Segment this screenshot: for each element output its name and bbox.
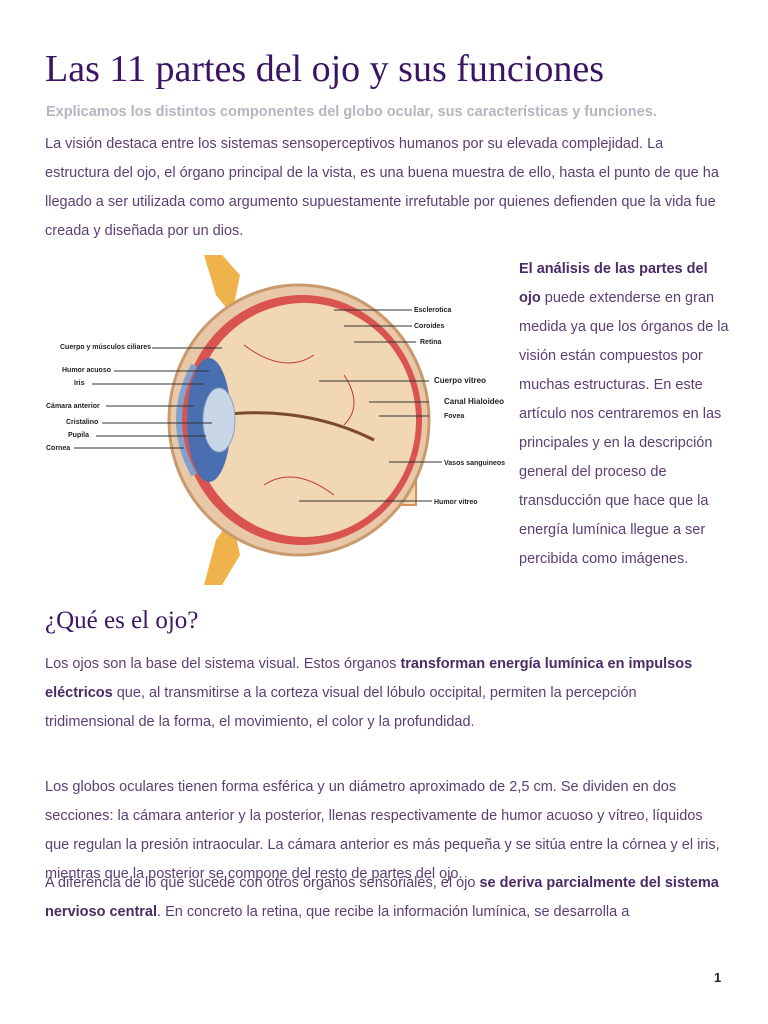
label-choroid: Coroides	[414, 323, 444, 330]
blood-vessels	[243, 344, 355, 496]
section-paragraph-3: A diferencia de lo que sucede con otros …	[45, 869, 725, 927]
page-number: 1	[714, 970, 722, 985]
label-cornea: Cornea	[46, 445, 70, 452]
label-retina: Retina	[420, 339, 442, 346]
label-sclera: Esclerotica	[414, 307, 451, 314]
eye-anatomy-diagram: Cuerpo y músculos ciliares Humor acuoso …	[44, 255, 510, 585]
label-ciliary: Cuerpo y músculos ciliares	[60, 344, 151, 351]
p3-bold-text: se deriva parcialmente del sistema nervi…	[45, 875, 719, 920]
vitreous-shape	[192, 303, 416, 537]
page-title: Las 11 partes del ojo y sus funciones	[45, 48, 604, 90]
lens-shape	[202, 387, 236, 453]
label-blood-vessels: Vasos sanguineos	[444, 460, 505, 467]
eye-anatomy-svg: Cuerpo y músculos ciliares Humor acuoso …	[46, 255, 505, 585]
label-pupil: Pupila	[68, 432, 89, 439]
p3-text-before: A diferencia de lo que sucede con otros …	[45, 875, 480, 891]
intro-paragraph: La visión destaca entre los sistemas sen…	[45, 136, 719, 239]
label-aqueous-humor: Humor acuoso	[62, 367, 111, 374]
label-hyaloid-canal: Canal Hialoideo	[444, 397, 504, 406]
p1-text-before: Los ojos son la base del sistema visual.…	[45, 656, 401, 672]
side-text: puede extenderse en gran medida ya que l…	[519, 290, 729, 567]
p1-bold-text: transforman energía lumínica en impulsos…	[45, 656, 693, 701]
page-subtitle: Explicamos los distintos componentes del…	[46, 104, 657, 120]
cornea-shape	[176, 363, 197, 477]
section-paragraph-2: Los globos oculares tienen forma esféric…	[45, 779, 720, 882]
label-iris: Iris	[74, 380, 85, 387]
section-heading: ¿Qué es el ojo?	[45, 607, 199, 634]
label-vitreous-body: Cuerpo vitreo	[434, 376, 486, 385]
label-lens: Cristalino	[66, 419, 98, 426]
section-paragraph-1: Los ojos son la base del sistema visual.…	[45, 650, 725, 737]
orbit-bone-top	[204, 255, 240, 315]
label-fovea: Fovea	[444, 413, 464, 420]
p1-text-after: que, al transmitirse a la corteza visual…	[45, 685, 637, 730]
side-paragraph: El análisis de las partes del ojo puede …	[519, 255, 729, 574]
hyaloid-canal	[218, 411, 375, 442]
label-vitreous-humor: Humor vitreo	[434, 499, 478, 506]
left-leader-lines	[74, 347, 222, 449]
side-bold-text: El análisis de las partes del ojo	[519, 261, 708, 306]
right-leader-lines	[299, 309, 442, 502]
label-anterior-chamber: Cámara anterior	[46, 403, 100, 410]
p3-text-after: . En concreto la retina, que recibe la i…	[157, 904, 630, 920]
